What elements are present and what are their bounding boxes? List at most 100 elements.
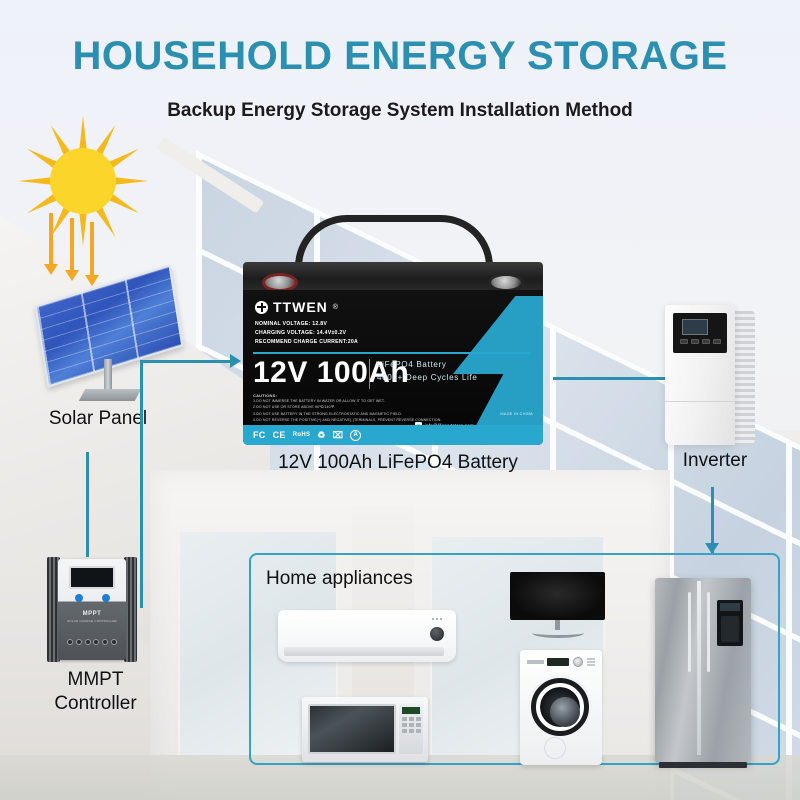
spec-charging-voltage: CHARGING VOLTAGE: 14.4V±0.2V	[255, 330, 347, 336]
brand-name: TTWEN	[273, 299, 328, 315]
inverter-seam	[665, 401, 735, 402]
fcc-icon: FC	[253, 429, 266, 440]
mppt-port	[93, 638, 100, 645]
tv-stand-base	[532, 628, 584, 638]
microwave-buttons	[402, 717, 421, 733]
rohs-icon: RoHS	[292, 432, 311, 438]
inverter-key[interactable]	[713, 339, 721, 344]
sunlight-arrow	[44, 213, 58, 275]
battery-brand: TTWEN ®	[255, 299, 338, 315]
mppt-sub-label: SOLAR CHARGE CONTROLLER	[67, 619, 117, 623]
mppt-port	[84, 638, 91, 645]
inverter-body	[665, 305, 735, 445]
battery-chemistry: LiFePO4 Battery 4000+ Deep Cycles Life	[377, 358, 478, 384]
made-in-text: MADE IN CHINA	[500, 412, 533, 416]
inverter-key[interactable]	[691, 339, 699, 344]
mppt-label-line2: Controller	[54, 693, 137, 714]
sunlight-arrow	[85, 222, 99, 286]
inverter-key[interactable]	[702, 339, 710, 344]
television-appliance	[510, 572, 605, 640]
fridge-base	[659, 762, 747, 768]
connector-mppt-to-battery-vertical	[140, 360, 143, 608]
ac-indicator-lights	[432, 618, 442, 620]
caution-item: 2.DO NOT USE OR STORE ABOVE 60℃/140℉.	[253, 405, 336, 410]
inverter-device	[665, 305, 755, 445]
mppt-heatsink-right	[124, 557, 137, 662]
refrigerator-appliance	[655, 578, 751, 768]
circled-mark-icon: A	[350, 429, 362, 441]
fridge-handle-right	[707, 592, 710, 672]
battery-capacity-divider	[369, 359, 370, 389]
washer-control-panel	[525, 656, 597, 670]
mppt-front-face: MPPT SOLAR CHARGE CONTROLLER	[58, 559, 126, 660]
mppt-lcd-display	[69, 566, 115, 589]
inverter-key[interactable]	[680, 339, 688, 344]
fridge-handle-left	[688, 592, 691, 672]
connector-inverter-to-appliances	[711, 487, 714, 555]
ce-icon: CE	[272, 429, 286, 440]
recycle-icon: ♻	[317, 429, 326, 440]
caution-item: 4.DO NOT REVERSE THE POSITIVE(+) AND NEG…	[253, 418, 442, 423]
battery-label-face: TTWEN ® NOMINAL VOLTAGE: 12.8V CHARGING …	[243, 290, 543, 445]
solar-panel-device	[34, 264, 198, 410]
mppt-button-left[interactable]	[75, 594, 83, 602]
brand-logo-icon	[255, 300, 268, 314]
battery-specs: NOMINAL VOLTAGE: 12.8V CHARGING VOLTAGE:…	[255, 320, 358, 347]
mppt-port	[102, 638, 109, 645]
mppt-port	[67, 638, 73, 645]
battery-divider	[253, 352, 531, 354]
caution-heading: CAUTIONS:	[253, 393, 278, 398]
washer-slider	[527, 660, 544, 664]
mppt-port	[110, 638, 117, 645]
connector-arrow-to-battery	[230, 354, 241, 368]
inverter-display	[682, 319, 708, 335]
battery-top	[243, 262, 543, 292]
connector-mppt-to-battery-horizontal	[140, 360, 232, 363]
caution-item: 1.DO NOT IMMERSE THE BATTERY IN WATER OR…	[253, 399, 385, 403]
chemistry-cycles: 4000+ Deep Cycles Life	[377, 373, 478, 382]
sun-icon	[28, 116, 138, 236]
mppt-terminal-ports	[67, 637, 117, 646]
mppt-controller-label: MMPT Controller	[8, 668, 183, 716]
battery-handle	[295, 215, 493, 267]
home-appliances-box	[249, 553, 780, 765]
fridge-door-split	[697, 581, 701, 755]
washer-display	[547, 658, 569, 666]
solar-panel-label: Solar Panel	[48, 408, 148, 429]
washer-program-dial[interactable]	[573, 657, 583, 667]
solar-panel-base	[78, 389, 142, 401]
microwave-appliance	[302, 697, 428, 762]
battery-caption: 12V 100Ah LiFePO4 Battery	[278, 452, 518, 473]
microwave-keypad	[399, 704, 423, 754]
washing-machine-appliance	[520, 650, 602, 765]
mppt-brand-label: MPPT	[82, 611, 102, 617]
caution-item: 3.DO NOT USE BATTERY IN THE STRONG ELECT…	[253, 411, 403, 416]
inverter-keypad	[680, 339, 721, 344]
solar-panel-pole	[104, 359, 112, 393]
tv-screen	[510, 572, 605, 620]
battery-positive-terminal	[265, 276, 295, 289]
ac-air-vent	[284, 647, 444, 656]
mppt-controller-device: MPPT SOLAR CHARGE CONTROLLER	[47, 557, 137, 662]
inverter-heatsink	[733, 311, 755, 445]
sunlight-arrow	[65, 218, 79, 281]
ac-control-knob	[430, 627, 444, 641]
inverter-control-panel	[673, 313, 727, 353]
mppt-label-line1: MMPT	[67, 669, 124, 690]
mppt-button-right[interactable]	[102, 594, 110, 602]
battery-capacity: 12V 100Ah	[253, 356, 410, 389]
chemistry-type: LiFePO4 Battery	[377, 360, 447, 369]
fridge-water-dispenser	[717, 600, 743, 646]
mppt-port	[75, 638, 82, 645]
home-appliances-label: Home appliances	[266, 568, 413, 589]
inverter-label: Inverter	[682, 450, 748, 471]
washer-door	[531, 678, 589, 736]
connector-battery-to-inverter	[553, 377, 669, 380]
fridge-dispenser-display	[720, 603, 740, 611]
page-subtitle: Backup Energy Storage System Installatio…	[167, 100, 633, 121]
page-title: HOUSEHOLD ENERGY STORAGE	[72, 34, 728, 78]
spec-nominal-voltage: NOMINAL VOLTAGE: 12.8V	[255, 321, 328, 327]
microwave-door	[308, 704, 396, 754]
weee-bin-icon: ⌧	[332, 429, 344, 440]
tv-stand-neck	[555, 620, 560, 630]
